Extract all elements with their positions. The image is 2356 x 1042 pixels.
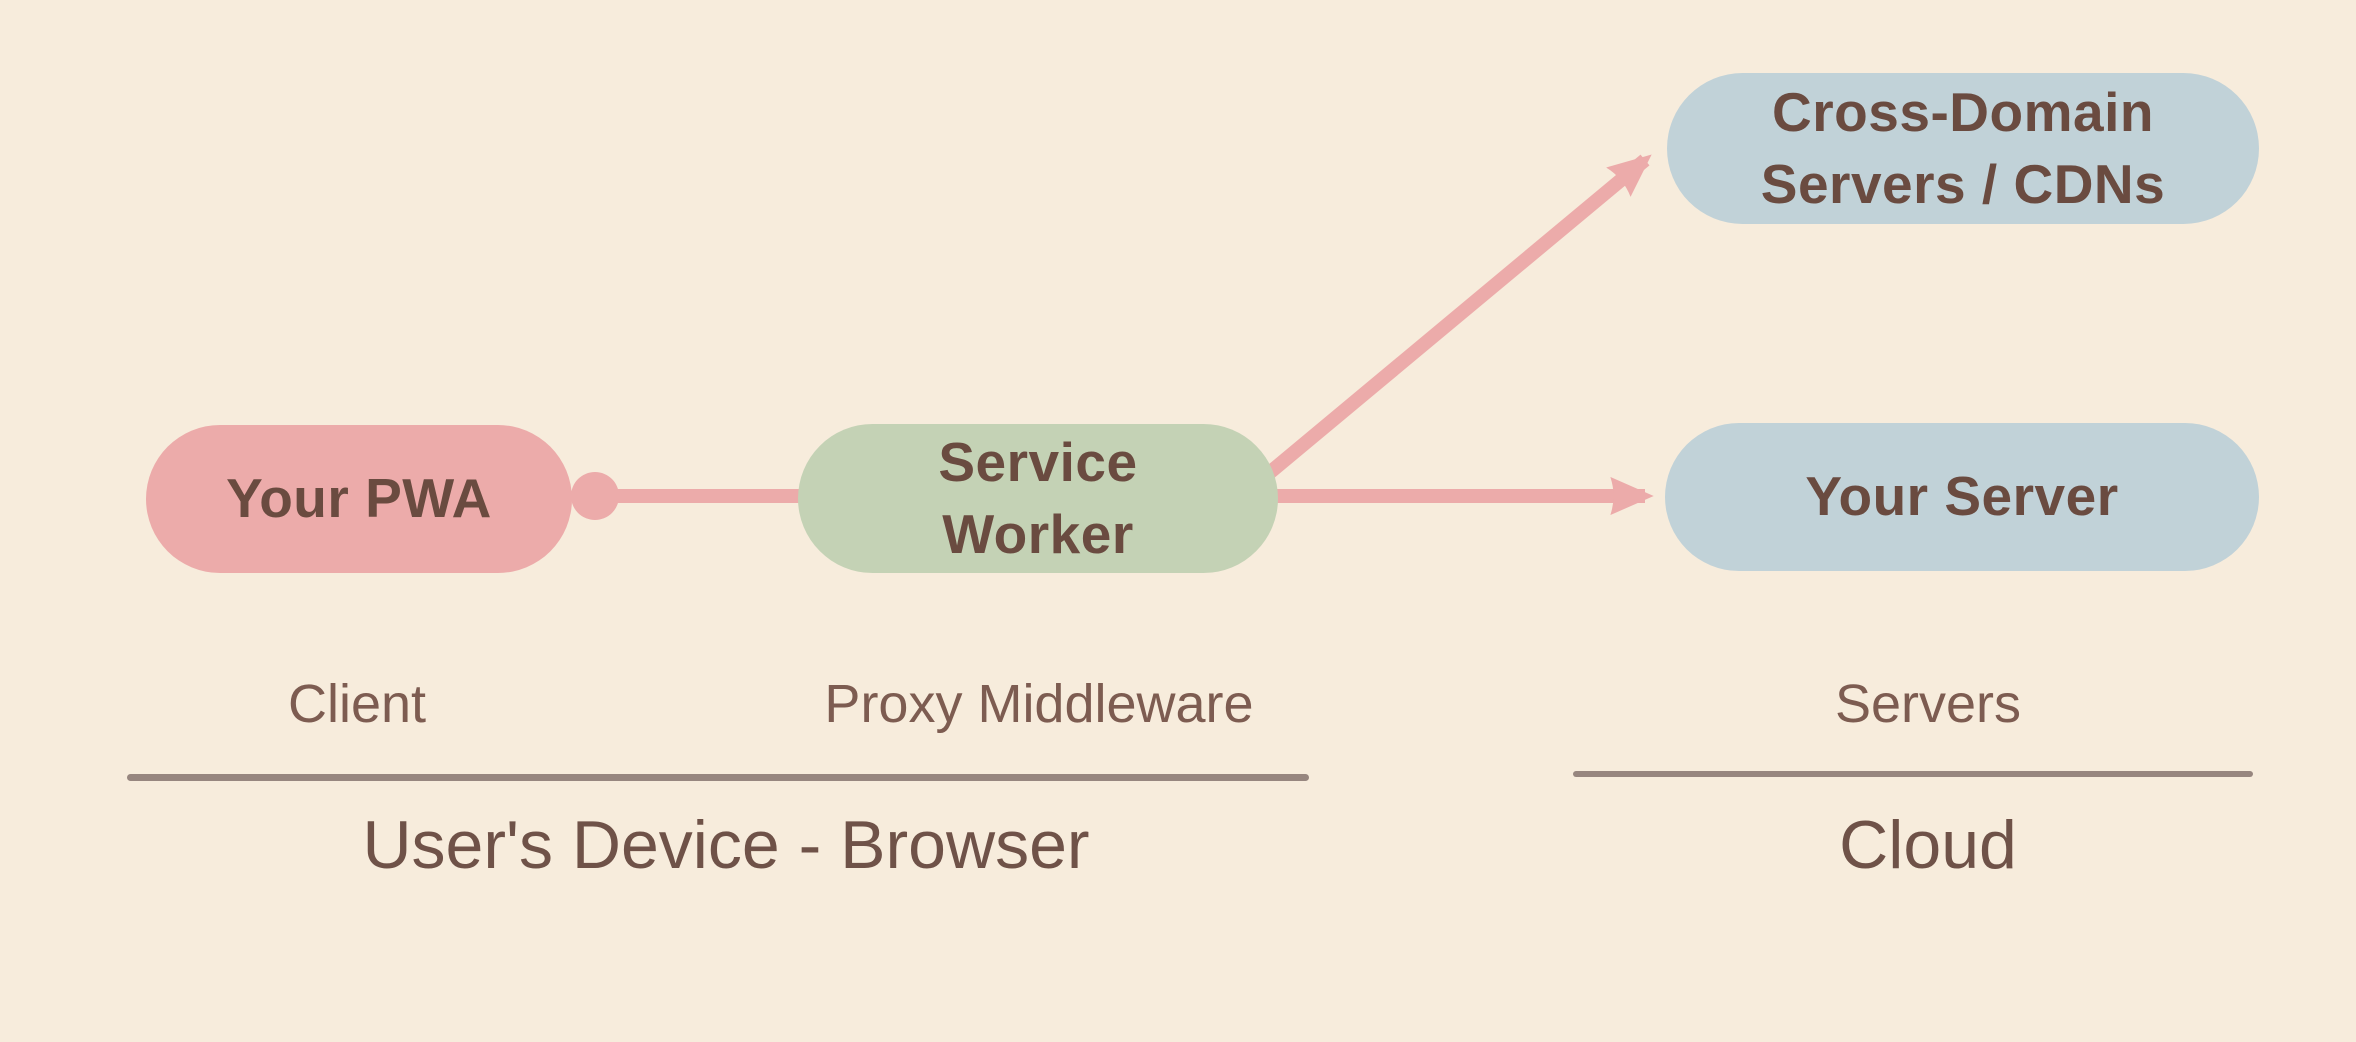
node-your-server: Your Server (1665, 423, 2259, 571)
node-your-pwa-label: Your PWA (226, 467, 492, 530)
group-label-users-device-browser: User's Device - Browser (362, 807, 1090, 883)
node-your-server-label: Your Server (1805, 465, 2119, 528)
role-label-client: Client (287, 674, 427, 734)
node-your-pwa: Your PWA (146, 425, 572, 573)
role-label-servers: Servers (1834, 674, 2022, 734)
edge-service-worker-to-cross-domain-arrow (1251, 154, 1652, 490)
node-service-worker: Service Worker (798, 424, 1278, 573)
edge-dot-connector (571, 472, 619, 520)
divider-cloud (1573, 771, 2253, 777)
group-label-cloud: Cloud (1839, 807, 2017, 883)
divider-users-device (127, 774, 1309, 781)
role-label-proxy-middleware: Proxy Middleware (824, 674, 1254, 734)
node-service-worker-label: Service Worker (938, 431, 1138, 565)
node-cross-domain-servers-cdns: Cross-Domain Servers / CDNs (1667, 73, 2259, 224)
node-cross-domain-servers-cdns-label: Cross-Domain Servers / CDNs (1760, 81, 2166, 215)
